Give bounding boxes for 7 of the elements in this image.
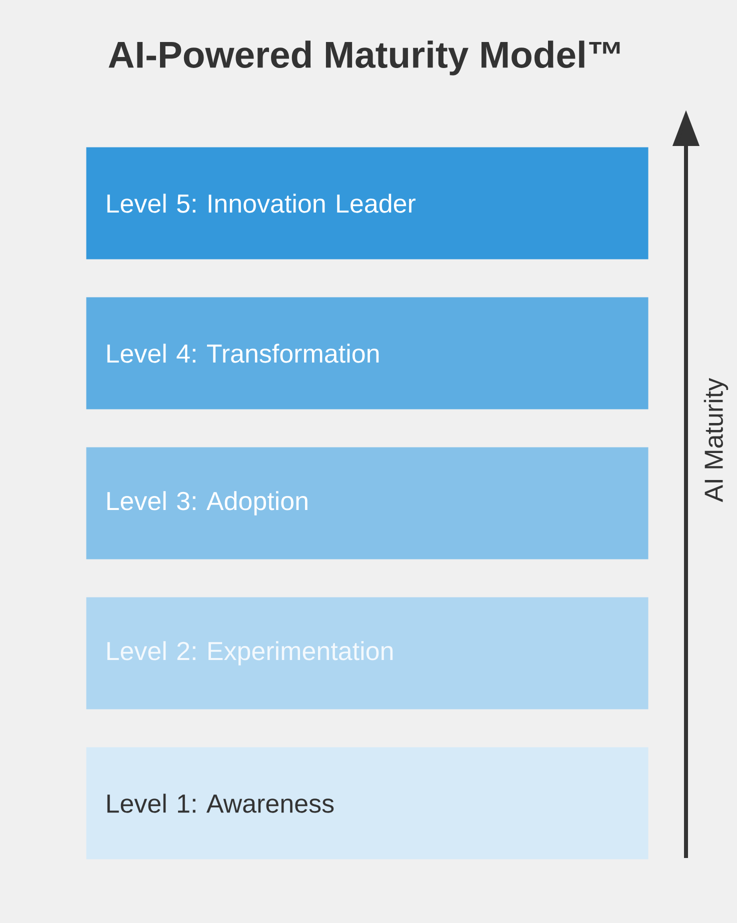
title: AI-Powered Maturity Model™	[108, 40, 620, 76]
level-box: Level 3: Adoption	[86, 447, 648, 560]
level-box: Level 4: Transformation	[86, 297, 648, 410]
axis-label: AI Maturity	[704, 378, 728, 502]
level-box: Level 1: Awareness	[86, 747, 648, 860]
level-box: Level 5: Innovation Leader	[86, 147, 648, 260]
level-box: Level 2: Experimentation	[86, 597, 648, 710]
